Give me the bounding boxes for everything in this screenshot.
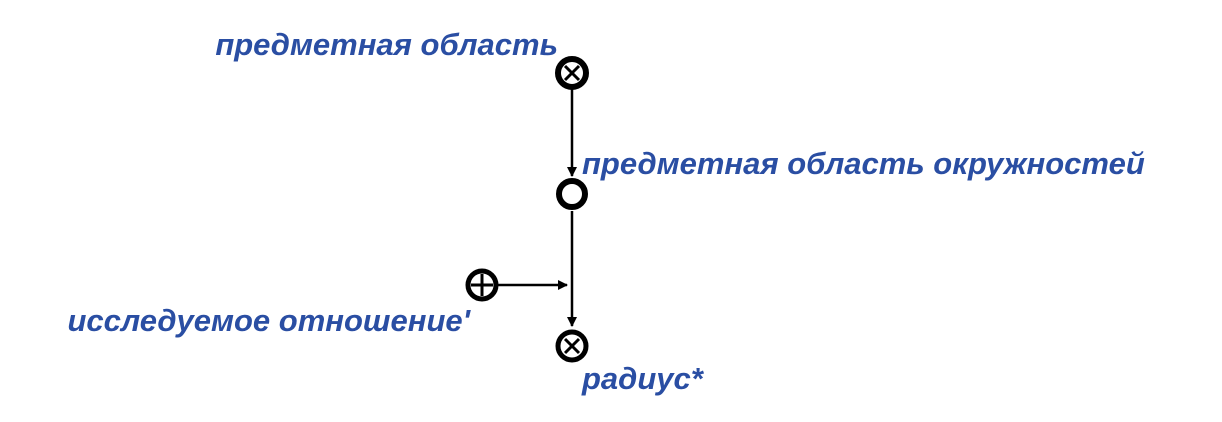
node-studied-relation-icon — [465, 268, 499, 302]
node-circle-domain-icon — [556, 178, 588, 210]
label-radius: радиус* — [581, 361, 705, 396]
node-subject-domain-icon — [555, 56, 589, 90]
label-circle-domain: предметная область окружностей — [582, 146, 1145, 181]
node-radius-icon — [555, 329, 589, 363]
label-studied-relation: исследуемое отношение' — [67, 303, 471, 338]
label-subject-domain: предметная область — [215, 27, 558, 62]
